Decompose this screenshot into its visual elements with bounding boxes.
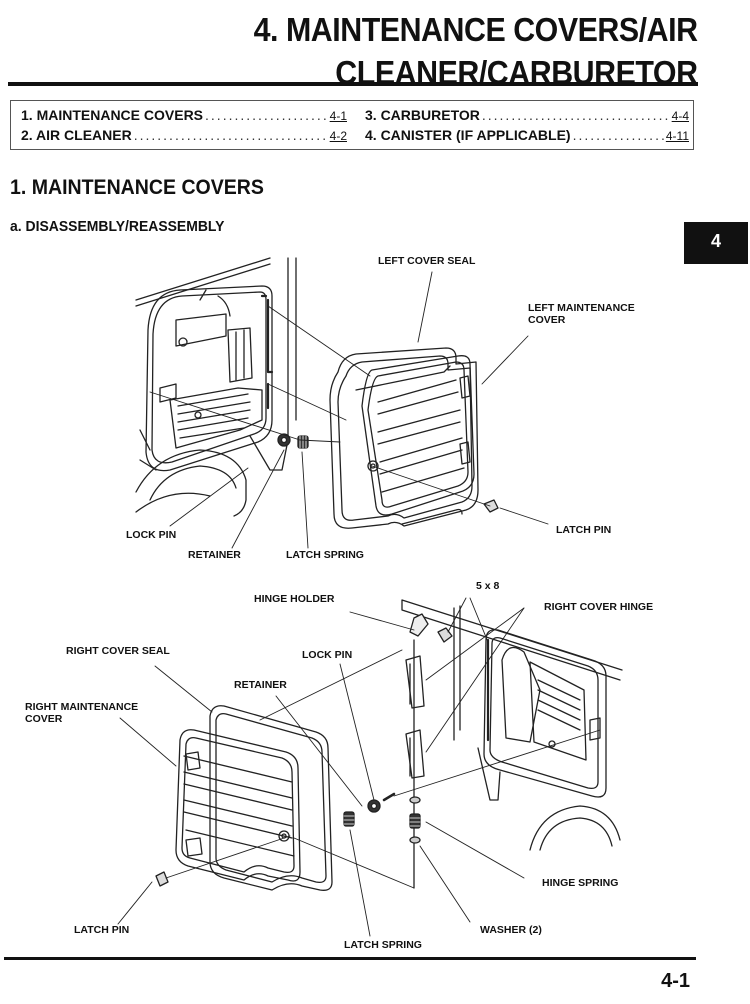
- bottom-figure-small-parts: [155, 792, 396, 887]
- section-subheading: a. DISASSEMBLY/REASSEMBLY: [10, 218, 225, 235]
- toc-item-maintenance-covers[interactable]: 1. MAINTENANCE COVERS ..................…: [21, 107, 347, 123]
- header-rule: [8, 82, 698, 86]
- toc-item-page-link[interactable]: 4-1: [329, 109, 347, 123]
- top-figure-small-parts: [277, 433, 499, 513]
- top-figure-generator-body: [135, 257, 297, 517]
- label-latch-pin-bottom: LATCH PIN: [74, 924, 130, 936]
- label-right-maintenance-cover-line1: RIGHT MAINTENANCE: [25, 701, 139, 713]
- label-hinge-spring: HINGE SPRING: [542, 877, 619, 889]
- bottom-figure-hinge-assembly: [405, 613, 453, 889]
- bottom-figure-seal-and-cover: [175, 705, 333, 891]
- toc-item-label: 3. CARBURETOR: [365, 107, 480, 123]
- toc-item-page-link[interactable]: 4-4: [671, 109, 689, 123]
- toc-leader-dots: ........................................…: [133, 127, 328, 143]
- toc-leader-dots: ........................................…: [572, 127, 664, 143]
- toc-leader-dots: ........................................…: [205, 107, 328, 123]
- toc-item-page-link[interactable]: 4-11: [665, 129, 689, 143]
- table-of-contents: 1. MAINTENANCE COVERS ..................…: [10, 100, 694, 150]
- label-right-maintenance-cover-line2: COVER: [25, 713, 63, 725]
- toc-item-air-cleaner[interactable]: 2. AIR CLEANER .........................…: [21, 127, 347, 143]
- label-left-cover-seal: LEFT COVER SEAL: [378, 255, 476, 267]
- bottom-figure-leader-lines: [117, 597, 601, 937]
- label-right-cover-seal: RIGHT COVER SEAL: [66, 645, 170, 657]
- toc-item-page-link[interactable]: 4-2: [329, 129, 347, 143]
- section-heading: 1. MAINTENANCE COVERS: [10, 176, 264, 199]
- top-figure-seal-and-cover: [329, 347, 479, 529]
- label-retainer-bottom: RETAINER: [234, 679, 287, 691]
- label-latch-spring-top: LATCH SPRING: [286, 549, 364, 561]
- label-hinge-holder: HINGE HOLDER: [254, 593, 335, 605]
- toc-item-label: 2. AIR CLEANER: [21, 127, 132, 143]
- label-lock-pin-bottom: LOCK PIN: [302, 649, 353, 661]
- label-washer: WASHER (2): [480, 924, 542, 936]
- toc-item-label: 1. MAINTENANCE COVERS: [21, 107, 204, 123]
- chapter-tab[interactable]: 4: [684, 222, 748, 264]
- toc-leader-dots: ........................................…: [481, 107, 670, 123]
- toc-item-canister[interactable]: 4. CANISTER (IF APPLICABLE) ............…: [365, 127, 689, 143]
- label-latch-pin-top: LATCH PIN: [556, 524, 612, 536]
- toc-item-carburetor[interactable]: 3. CARBURETOR ..........................…: [365, 107, 689, 123]
- label-left-maintenance-cover-line1: LEFT MAINTENANCE: [528, 302, 635, 314]
- page-number: 4-1: [661, 970, 690, 992]
- top-figure-leader-lines: [149, 271, 549, 549]
- chapter-title-line-1: 4. MAINTENANCE COVERS/AIR: [254, 11, 698, 48]
- label-bolt-size: 5 x 8: [476, 580, 500, 592]
- label-left-maintenance-cover-line2: COVER: [528, 314, 566, 326]
- label-retainer-top: RETAINER: [188, 549, 241, 561]
- bottom-figure-generator-body: [401, 599, 623, 851]
- label-lock-pin-top: LOCK PIN: [126, 529, 177, 541]
- label-right-cover-hinge: RIGHT COVER HINGE: [544, 601, 654, 613]
- chapter-title: 4. MAINTENANCE COVERS/AIR CLEANER/CARBUR…: [254, 8, 698, 94]
- footer-rule: [4, 957, 696, 960]
- label-latch-spring-bottom: LATCH SPRING: [344, 939, 422, 951]
- toc-item-label: 4. CANISTER (IF APPLICABLE): [365, 127, 571, 143]
